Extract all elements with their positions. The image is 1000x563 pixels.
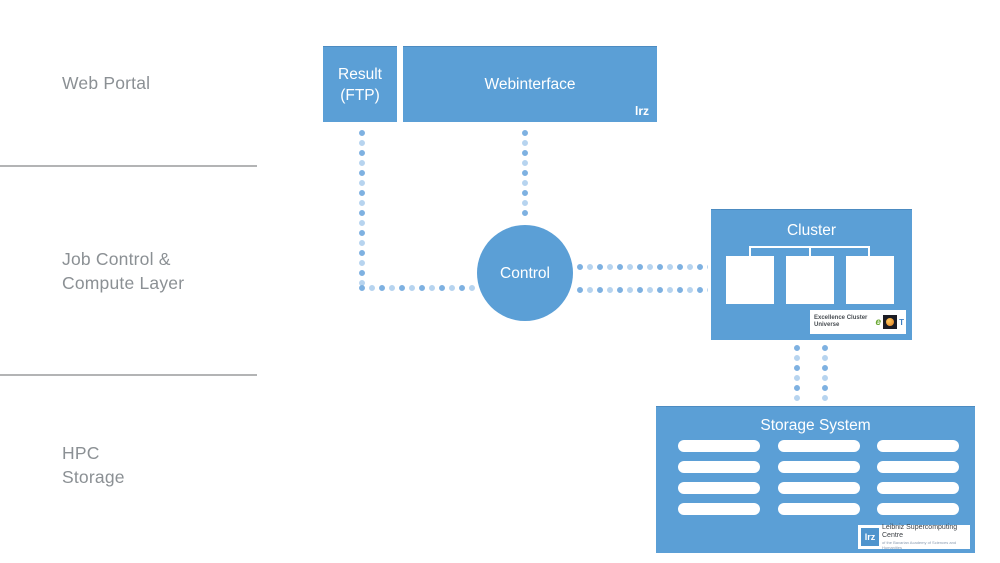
lrz-badge-text: Leibniz Supercomputing Centre of the Bav… <box>882 524 967 550</box>
storage-disk <box>678 503 760 515</box>
storage-disk <box>877 503 959 515</box>
universe-cluster-logo-icon <box>883 315 898 329</box>
tum-logo-icon: T <box>899 317 904 327</box>
connector-control-to-cluster-lower <box>577 287 708 293</box>
result-ftp-node: Result (FTP) <box>323 46 397 122</box>
compute-node-square <box>726 256 774 304</box>
storage-system-label: Storage System <box>760 417 871 434</box>
layer-divider-2 <box>0 374 257 376</box>
cluster-compute-nodes <box>726 256 906 304</box>
lrz-logo-icon: lrz <box>861 528 879 546</box>
storage-disk <box>777 482 860 494</box>
connector-result-to-control-vertical <box>359 130 365 286</box>
cluster-label: Cluster <box>786 222 837 239</box>
control-label: Control <box>500 264 550 282</box>
storage-disk <box>877 482 959 494</box>
layer-label-hpc-storage: HPC Storage <box>62 443 125 487</box>
webinterface-node: Webinterface lrz <box>403 46 657 122</box>
storage-disk <box>777 461 860 473</box>
storage-disk <box>678 482 760 494</box>
storage-disk <box>777 503 860 515</box>
cluster-node: Cluster Excellence Cluster Universe e T <box>711 209 912 340</box>
storage-disk <box>678 461 760 473</box>
layer-divider-1 <box>0 165 257 167</box>
storage-disk <box>777 440 860 452</box>
lrz-badge-line2: of the Bavarian Academy of Sciences and … <box>882 540 957 550</box>
layer-label-job-control-compute: Job Control & Compute Layer <box>62 249 185 293</box>
connector-cluster-to-storage-right <box>822 345 828 402</box>
compute-node-square <box>846 256 894 304</box>
control-node: Control <box>477 225 573 321</box>
storage-disk <box>678 440 760 452</box>
compute-node-square <box>786 256 834 304</box>
storage-disk <box>877 440 959 452</box>
excellence-cluster-universe-badge: Excellence Cluster Universe e T <box>810 310 906 334</box>
lrz-badge: lrz Leibniz Supercomputing Centre of the… <box>858 524 970 550</box>
connector-cluster-to-storage-left <box>794 345 800 402</box>
webinterface-label: Webinterface <box>484 76 576 93</box>
connector-result-to-control-horizontal <box>359 285 477 291</box>
storage-system-node: Storage System lrz Leibniz Supercomputin… <box>656 406 975 553</box>
result-ftp-label: Result (FTP) <box>338 65 382 104</box>
connector-control-to-cluster-upper <box>577 264 708 270</box>
cluster-bracket-stub-left <box>749 246 751 257</box>
connector-webinterface-to-control <box>522 130 528 218</box>
excellence-e-icon: e <box>875 316 882 328</box>
storage-disk <box>877 461 959 473</box>
cluster-bracket-stub-middle <box>809 246 811 257</box>
cluster-bracket-stub-right <box>868 246 870 257</box>
excellence-cluster-universe-label: Excellence Cluster Universe <box>814 315 868 328</box>
lrz-badge-line1: Leibniz Supercomputing Centre <box>882 524 958 539</box>
layer-label-web-portal: Web Portal <box>62 73 151 93</box>
storage-disk-grid <box>678 440 959 515</box>
lrz-logo: lrz <box>634 104 649 118</box>
